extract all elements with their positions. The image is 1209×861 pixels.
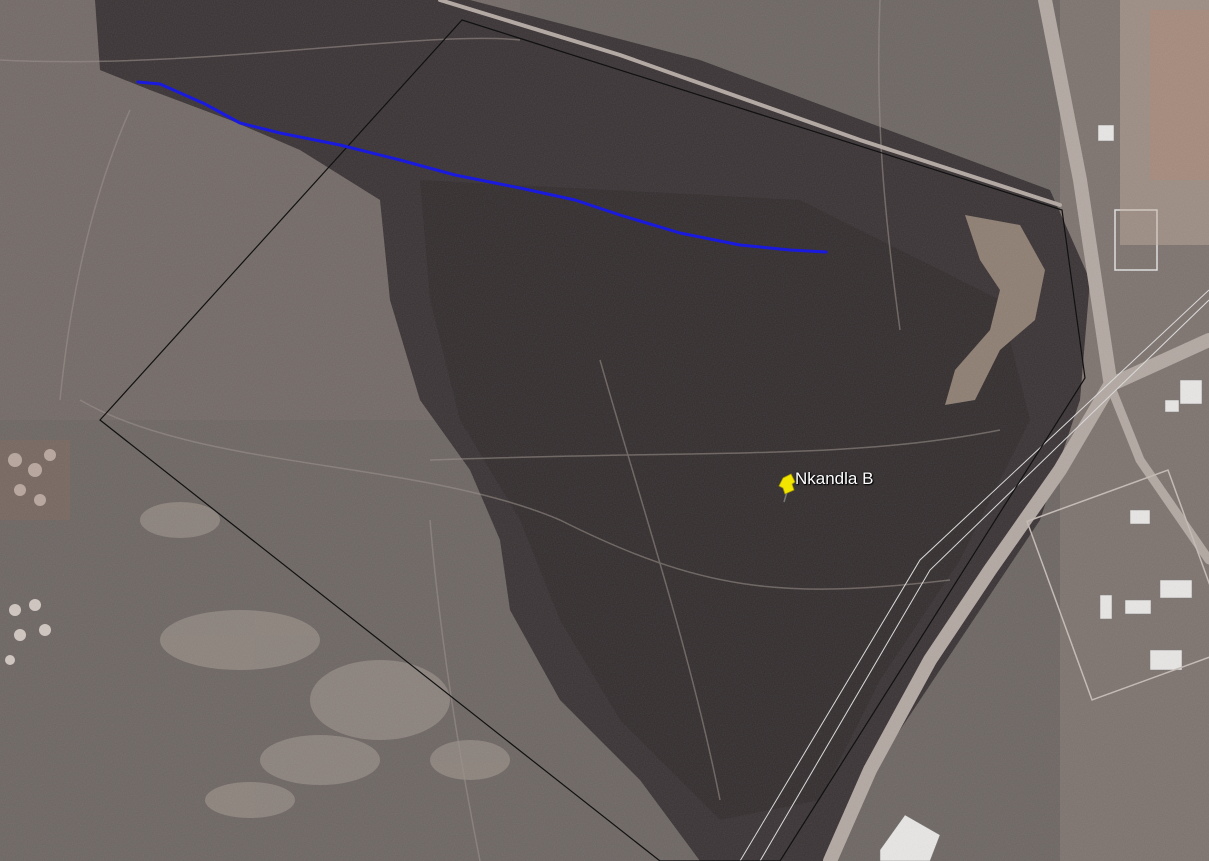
- drawn-path-line[interactable]: [136, 80, 828, 254]
- property-boundary-polygon[interactable]: [99, 19, 1086, 861]
- placemark-label[interactable]: Nkandla B: [795, 469, 874, 488]
- yellow-pushpin-icon[interactable]: [778, 473, 796, 503]
